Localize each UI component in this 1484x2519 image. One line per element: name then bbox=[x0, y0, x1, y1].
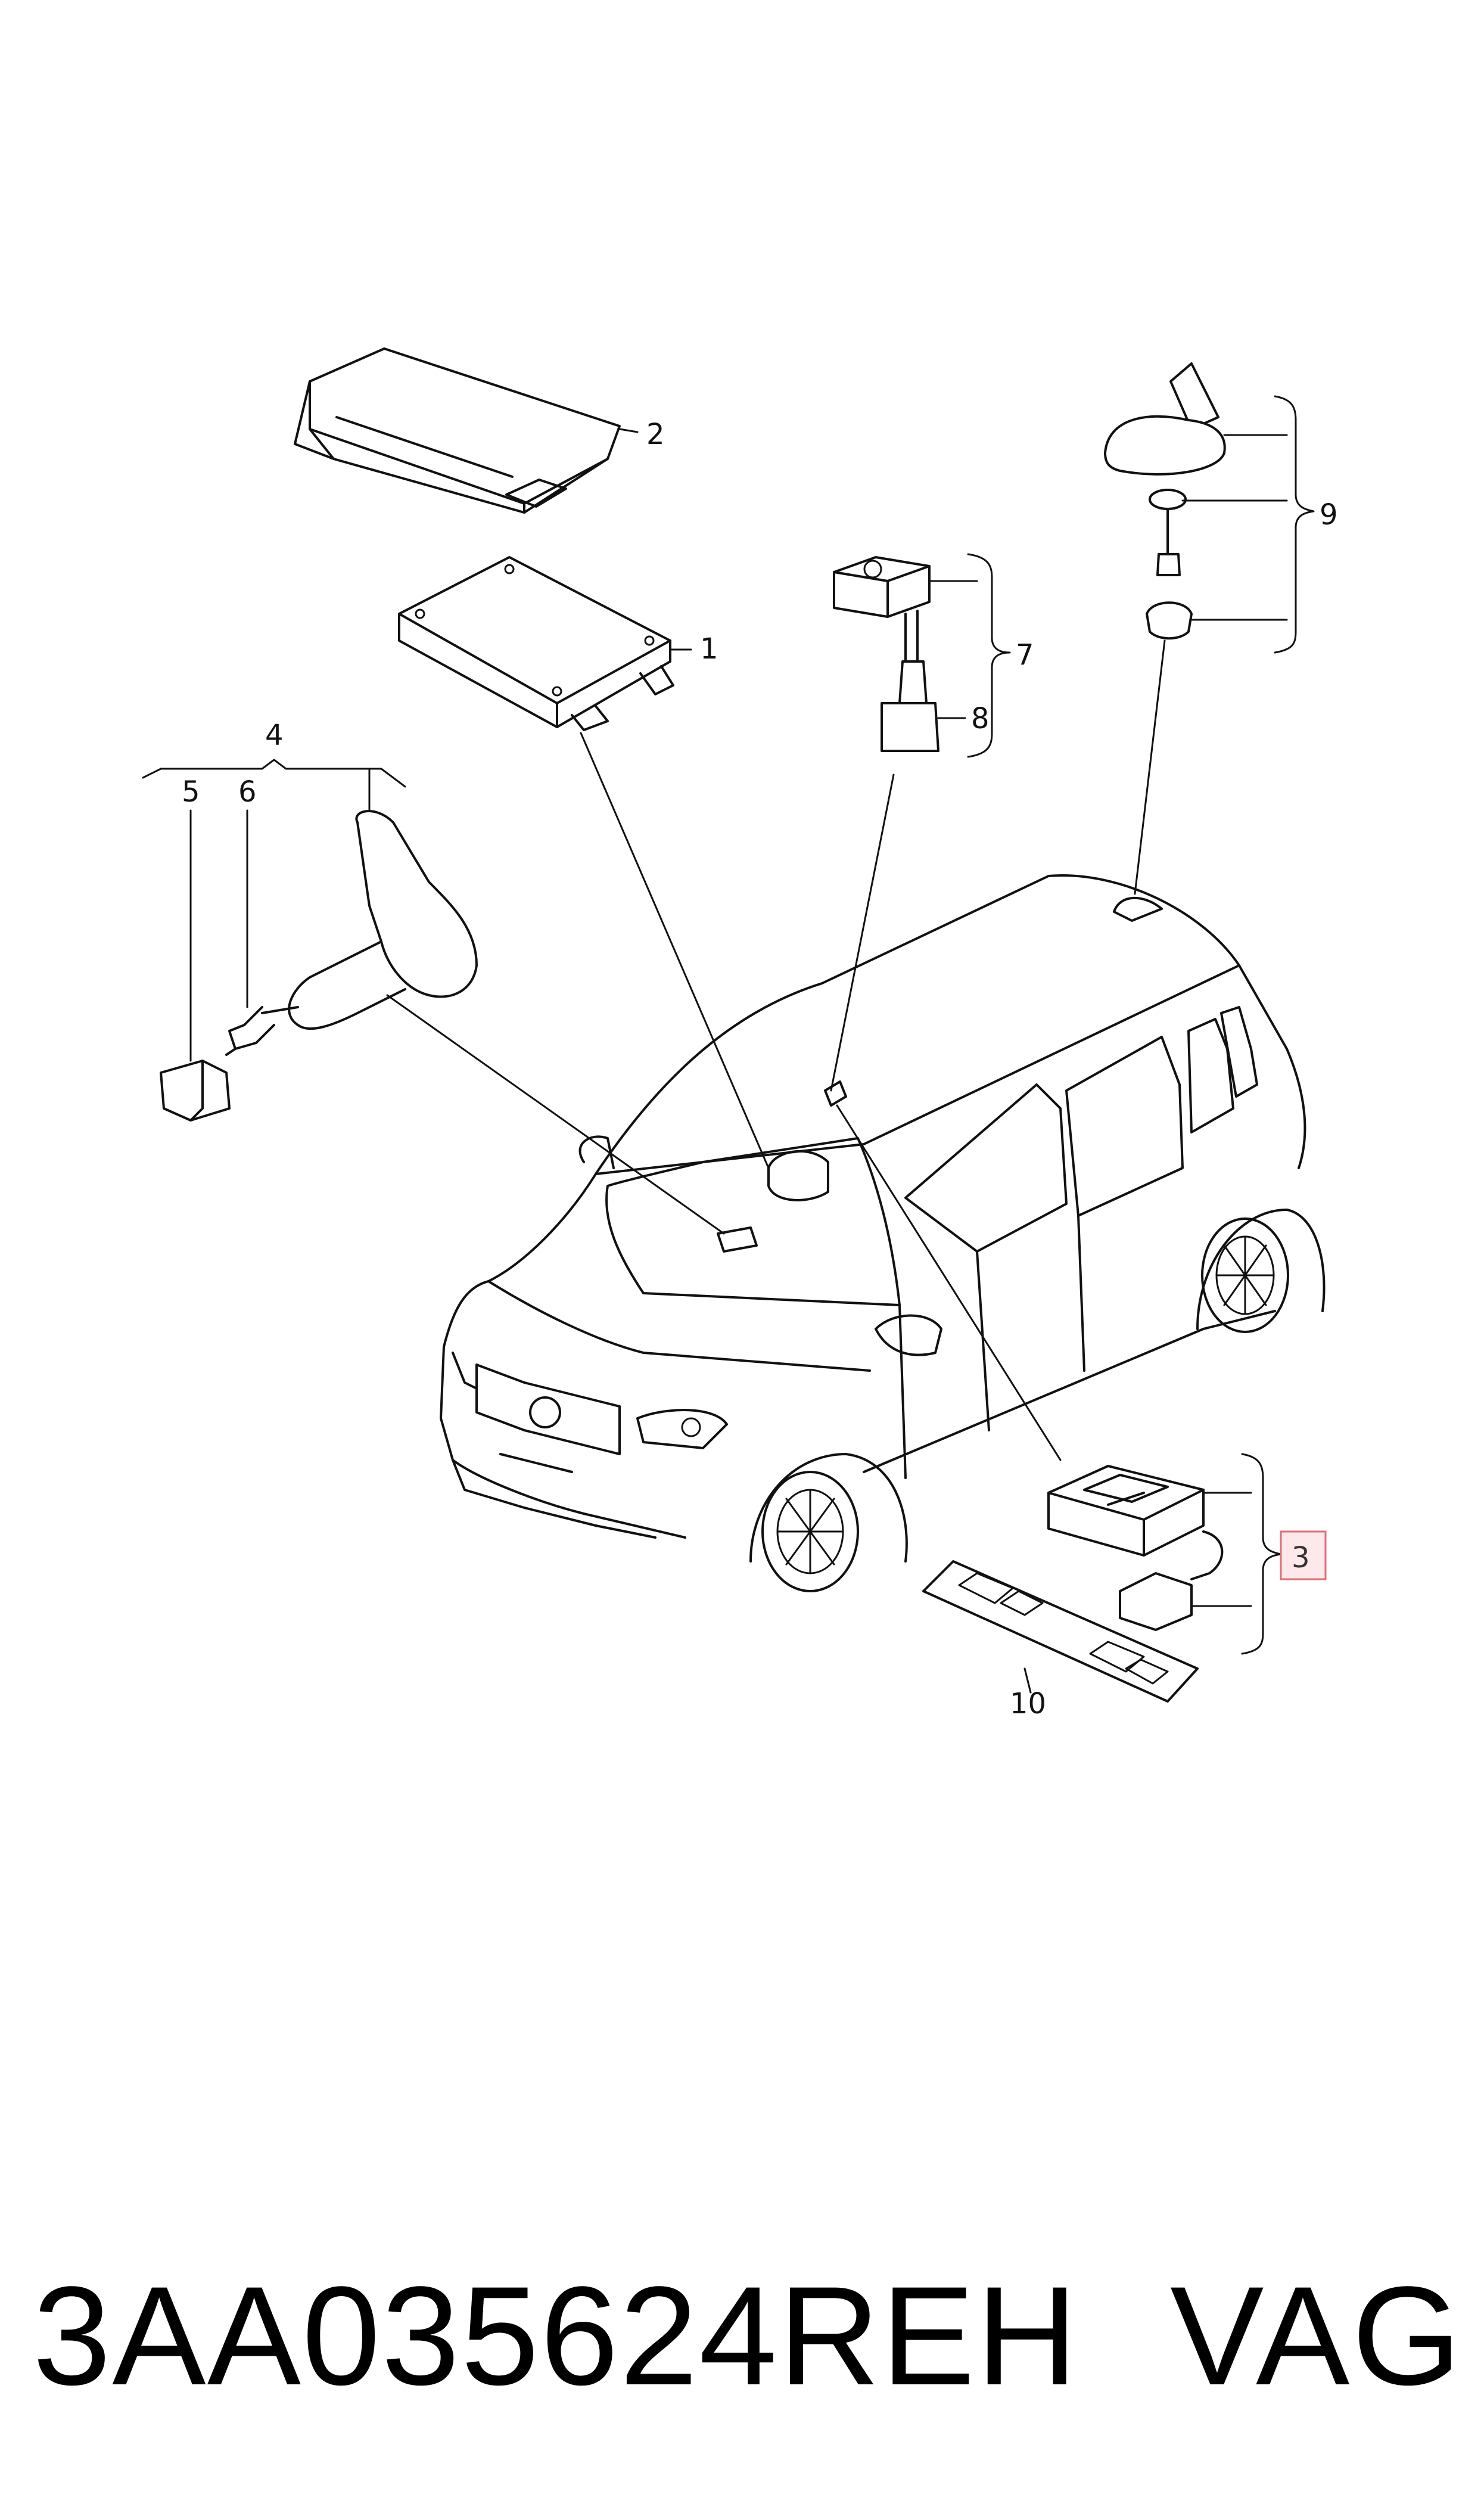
callout-6: 6 bbox=[238, 775, 257, 809]
part-9-antenna bbox=[1104, 362, 1226, 640]
callout-9: 9 bbox=[1320, 498, 1338, 532]
leader-lines bbox=[189, 428, 1288, 1694]
callout-brackets bbox=[142, 395, 1315, 1655]
callout-4: 4 bbox=[265, 719, 284, 752]
callout-10: 10 bbox=[1010, 1687, 1046, 1720]
car-illustration bbox=[440, 874, 1326, 1592]
part-code-row: 3AA035624REH VAG bbox=[0, 2259, 1484, 2414]
part-1-control-unit bbox=[398, 556, 674, 731]
callout-3-highlight bbox=[1280, 1530, 1327, 1580]
callout-8: 8 bbox=[971, 702, 990, 735]
callout-7: 7 bbox=[1016, 638, 1034, 672]
part-10-mat bbox=[922, 1560, 1199, 1703]
callout-1: 1 bbox=[700, 632, 718, 666]
part-2-cover bbox=[294, 347, 621, 514]
callout-3[interactable]: 3 bbox=[1292, 1541, 1310, 1574]
part-3-unit bbox=[1047, 1465, 1224, 1631]
callout-labels: 1 2 3 4 5 6 7 8 9 10 bbox=[182, 418, 1338, 1720]
part-7-8-sensor bbox=[833, 556, 939, 752]
part-number: 3AA035624REH bbox=[33, 2257, 1079, 2415]
brand-name: VAG bbox=[1170, 2257, 1464, 2415]
callout-5: 5 bbox=[182, 775, 200, 809]
callout-2: 2 bbox=[646, 418, 665, 451]
part-4-5-6-cable bbox=[160, 810, 478, 1122]
